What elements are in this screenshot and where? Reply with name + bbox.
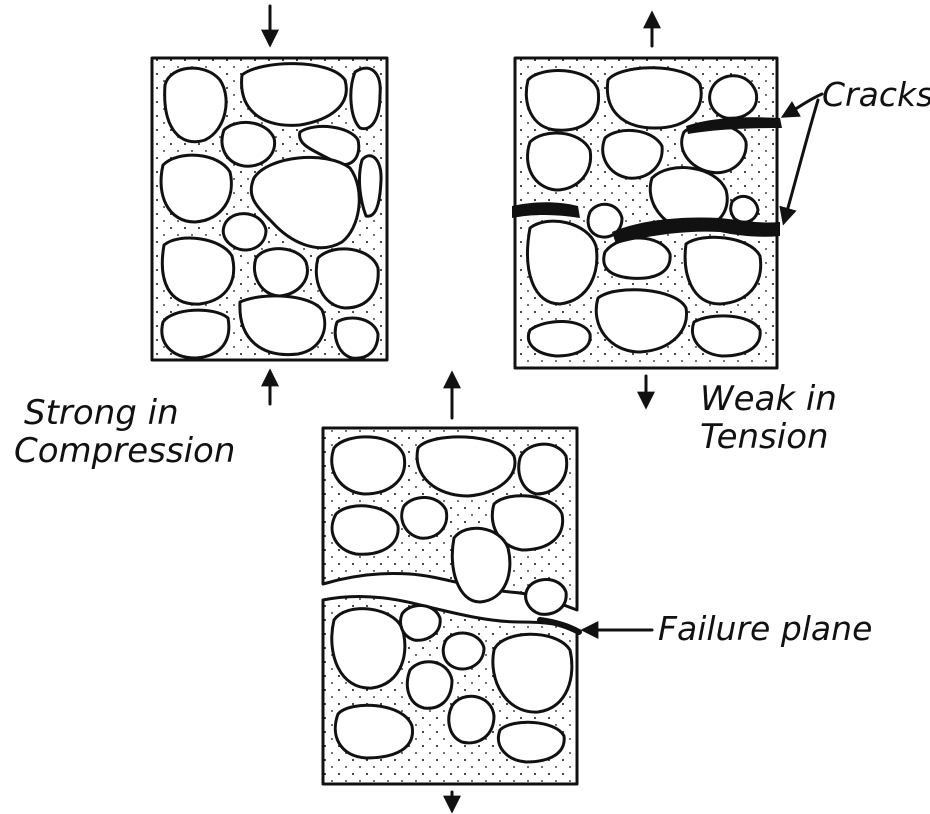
strong-label-line2: Compression: [14, 431, 235, 471]
failure-plane-label: Failure plane: [658, 609, 872, 648]
cracks-label: Cracks: [822, 75, 930, 114]
cracks-leader: [784, 94, 822, 222]
tension-sample-cracked: [512, 58, 782, 368]
compression-sample: [152, 58, 387, 360]
weak-label-line2: Tension: [700, 417, 829, 457]
weak-label-line1: Weak in: [700, 379, 837, 419]
strong-label-line1: Strong in: [24, 393, 179, 433]
tension-sample-failed: [323, 428, 579, 784]
